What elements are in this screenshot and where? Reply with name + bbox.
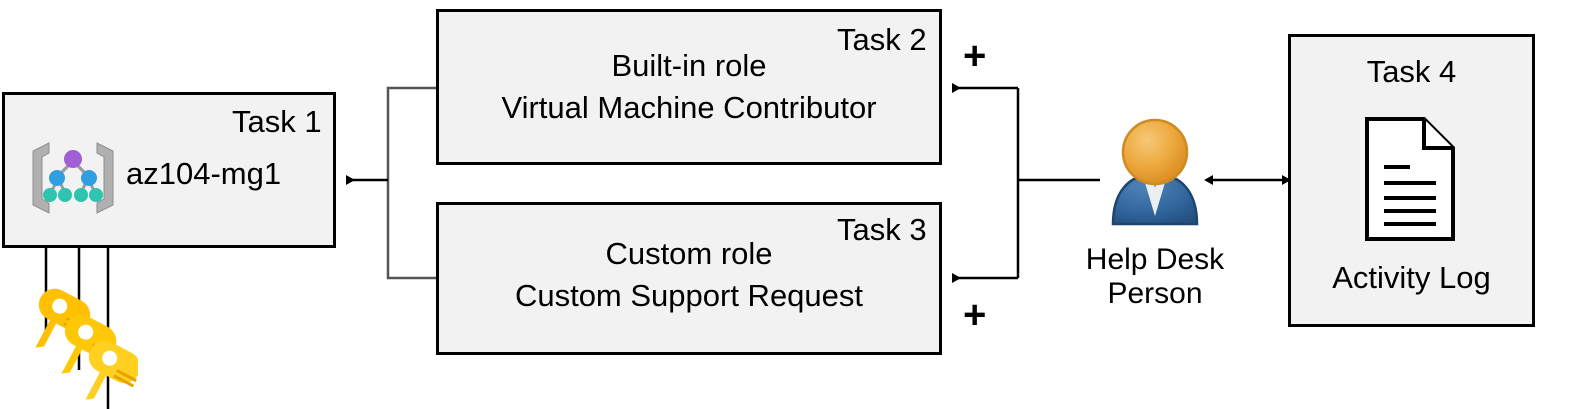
document-icon (1362, 115, 1458, 243)
plus-sign-bottom: + (963, 293, 987, 337)
person-caption-line1: Help Desk (1085, 243, 1225, 276)
user-person-icon (1101, 116, 1209, 228)
key-icon-3 (85, 340, 141, 400)
task2-box[interactable] (436, 9, 942, 165)
plus-sign-top: + (963, 34, 987, 78)
task3-line1: Custom role (605, 236, 773, 271)
task2-line1: Built-in role (611, 48, 767, 83)
task2-line2: Virtual Machine Contributor (501, 90, 877, 125)
task2-label: Task 2 (837, 22, 927, 57)
task3-box[interactable] (436, 202, 942, 355)
task4-label: Task 4 (1366, 54, 1457, 89)
connector-tasks-to-mg (346, 86, 436, 280)
management-group-icon (27, 135, 119, 219)
person-caption: Help Desk Person (1055, 243, 1255, 310)
task3-line2: Custom Support Request (514, 278, 864, 313)
task1-box[interactable] (2, 92, 336, 248)
person-caption-line2: Person (1107, 276, 1203, 310)
task4-caption: Activity Log (1332, 260, 1491, 295)
task1-name: az104-mg1 (126, 156, 282, 191)
key-icon-group (18, 280, 141, 409)
task1-label: Task 1 (232, 104, 322, 139)
task3-label: Task 3 (837, 212, 927, 247)
